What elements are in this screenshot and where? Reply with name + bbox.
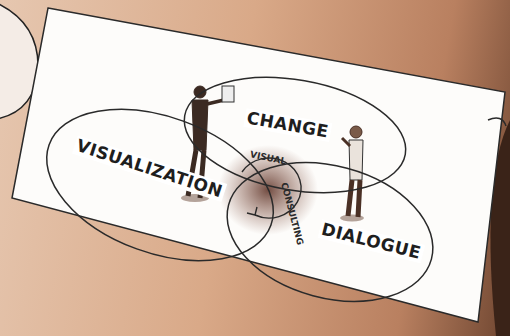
ellipse-title: CHANGE xyxy=(243,108,332,141)
center-label: VISUAL xyxy=(249,150,287,167)
venn-ellipse: DIALOGUE xyxy=(215,155,450,315)
ellipse-title: DIALOGUE xyxy=(318,219,425,263)
paper-curl xyxy=(488,118,506,126)
cycle-arrowhead xyxy=(247,207,257,215)
ellipse-title: VISUALIZATION xyxy=(72,135,227,201)
paper-sheet xyxy=(12,8,505,322)
